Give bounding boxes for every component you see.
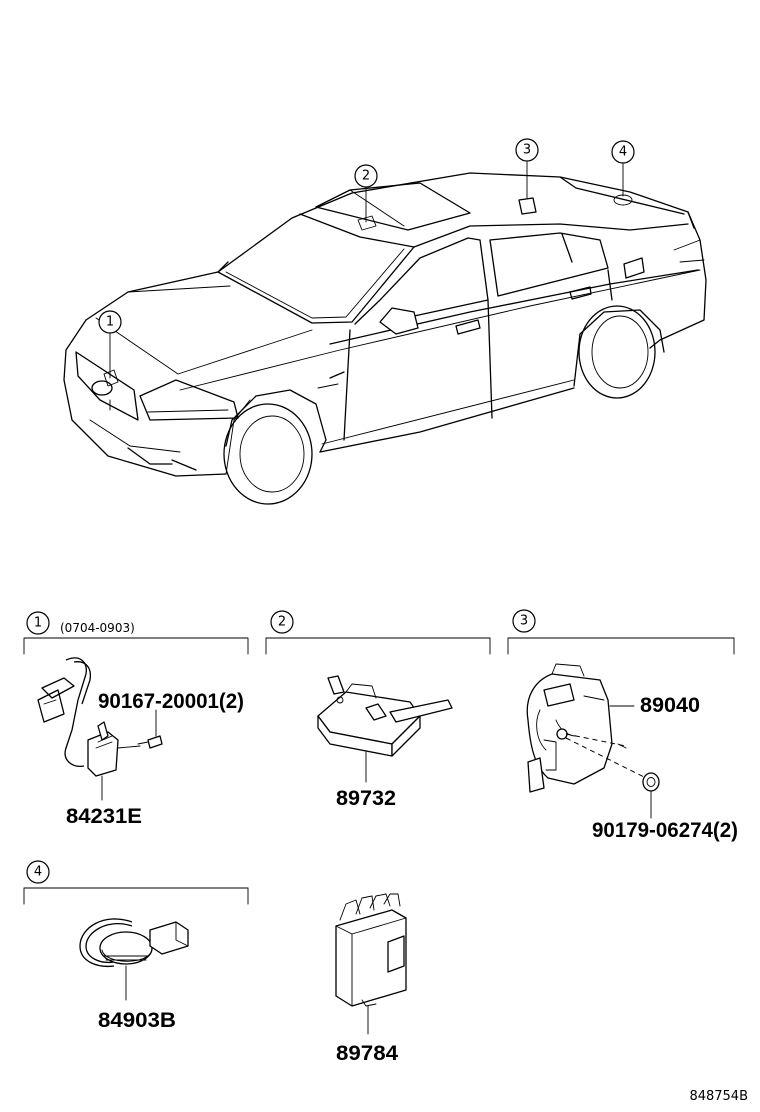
unit-89040-drawing [526,663,660,819]
section-number: 4 [34,865,42,880]
part-89784: 89784 [335,893,407,1065]
car-illustration [63,172,707,505]
diagram-code: 848754B [689,1089,748,1104]
section-number: 3 [520,614,528,629]
section-1: 1 (0704-0903) 90167-20001(2) 84231E [23,611,249,828]
car-callout-1: 1 [98,310,122,387]
part-number-90167-20001: 90167-20001(2) [98,690,244,713]
car-callout-3: 3 [515,138,539,215]
part-number-90179-06274: 90179-06274(2) [592,819,738,842]
part-number-89732: 89732 [336,787,396,810]
section-number: 2 [278,615,286,630]
section-3: 3 89040 90179-06274(2) [507,609,738,842]
antenna-84903b-drawing [79,918,189,1001]
part-number-84903B: 84903B [98,1009,176,1032]
module-89784-drawing [335,893,407,1035]
callout-number: 3 [523,143,531,158]
part-number-89040: 89040 [640,694,700,717]
car-callout-4: 4 [611,140,635,206]
section-4: 4 84903B [23,860,249,1032]
callout-number: 4 [619,145,627,160]
section-2: 2 89732 [265,610,491,810]
module-89732-drawing [317,675,453,783]
section-number: 1 [34,616,42,631]
callout-number: 1 [106,315,114,330]
date-range-note: (0704-0903) [60,621,135,635]
callout-number: 2 [362,169,370,184]
part-number-84231E: 84231E [66,805,142,828]
part-number-89784: 89784 [336,1042,398,1065]
car-callout-2: 2 [354,164,378,231]
height-sensor-drawing [37,657,163,801]
